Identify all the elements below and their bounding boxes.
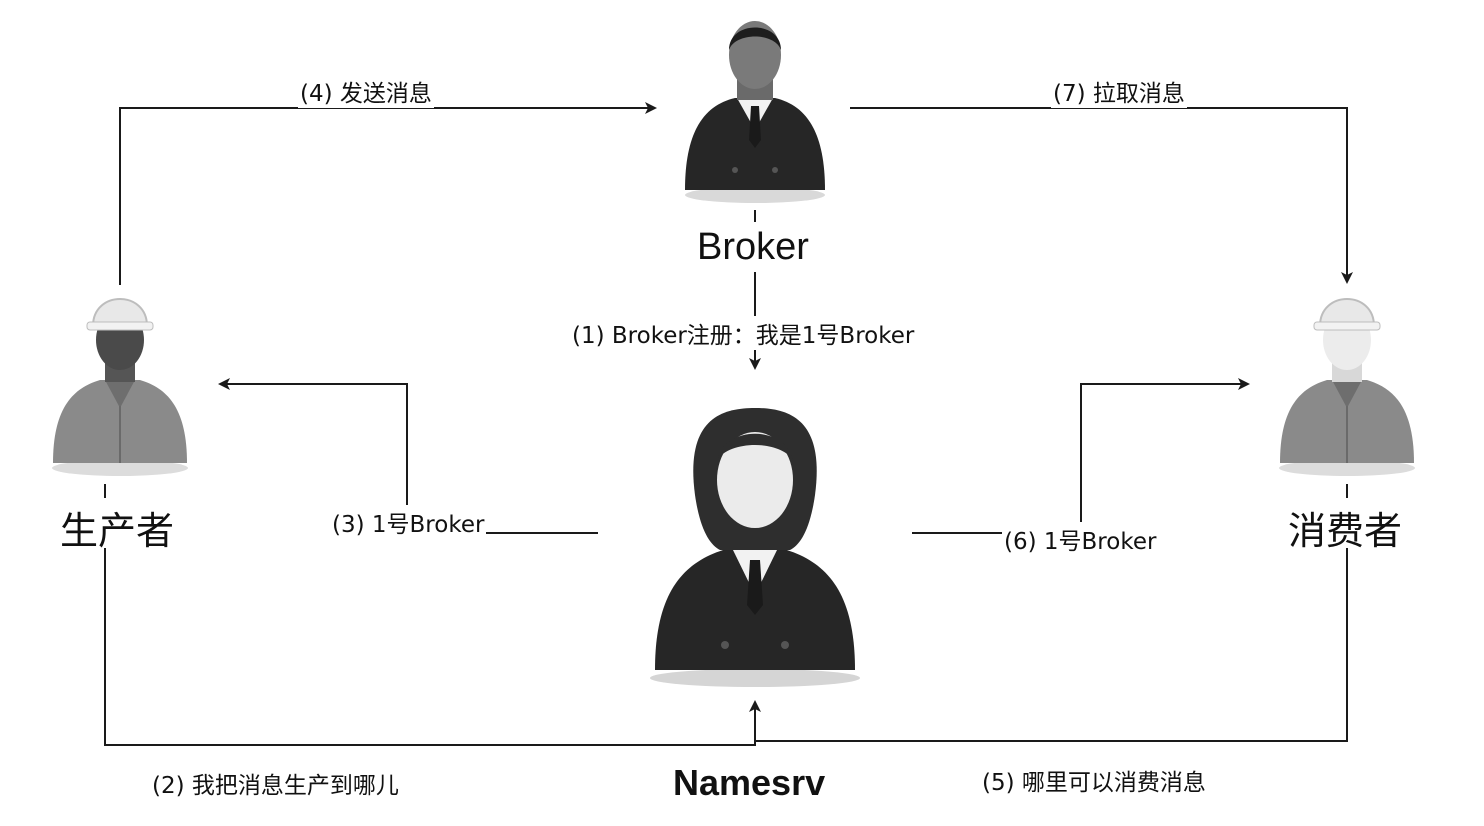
namesrv-name: Namesrv: [673, 762, 826, 803]
label-step7-pull: (7) 拉取消息: [1051, 74, 1187, 108]
producer-name: 生产者: [60, 509, 175, 553]
worker-hardhat-icon-consumer: [1279, 298, 1415, 476]
label-step5-consume: (5) 哪里可以消费消息: [980, 763, 1208, 797]
female-officer-icon: [650, 408, 860, 687]
edge-consumer-ask: [755, 548, 1348, 742]
label-step6-broker: (6) 1号Broker: [1002, 522, 1159, 556]
worker-hardhat-icon-producer: [52, 298, 188, 476]
edge-send-message: [119, 102, 657, 285]
military-officer-icon: [685, 21, 825, 203]
edge-pull-message: [850, 107, 1353, 284]
label-step1-register: (1) Broker注册：我是1号Broker: [570, 316, 917, 350]
edge-producer-ask: [104, 548, 761, 746]
edge-return-broker-to-producer: [218, 378, 598, 534]
label-step4-send: (4) 发送消息: [298, 74, 434, 108]
label-step2-produce: (2) 我把消息生产到哪儿: [150, 766, 401, 800]
broker-name: Broker: [697, 226, 809, 268]
consumer-name: 消费者: [1288, 509, 1403, 553]
edge-return-broker-to-consumer: [912, 378, 1250, 534]
label-step3-broker: (3) 1号Broker: [330, 505, 487, 539]
